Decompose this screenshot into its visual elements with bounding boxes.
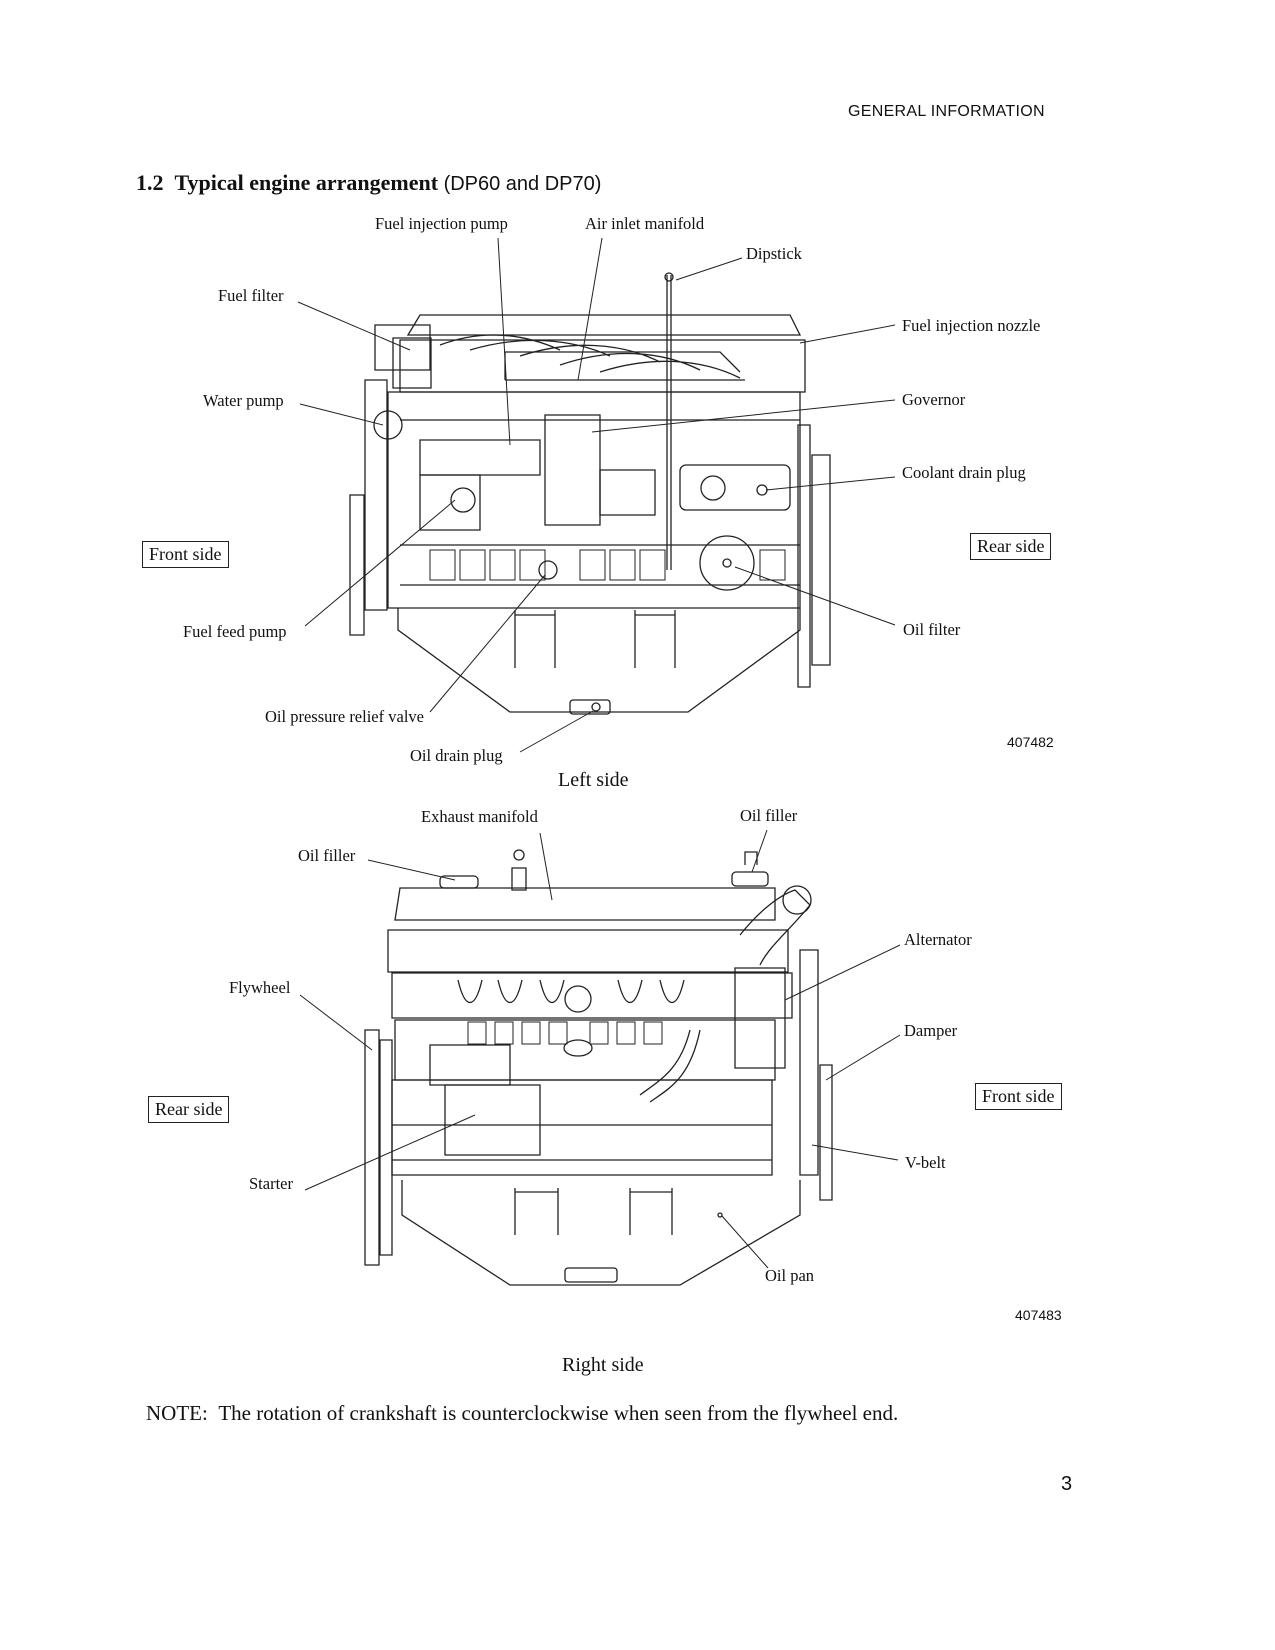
caption-left-side: Left side xyxy=(558,769,629,791)
note-text: The rotation of crankshaft is counterclo… xyxy=(218,1401,899,1425)
label-fuel-injection-pump: Fuel injection pump xyxy=(375,214,508,233)
label-exhaust-manifold: Exhaust manifold xyxy=(421,807,538,826)
label-oil-filler-top: Oil filler xyxy=(740,806,798,825)
caption-right-side: Right side xyxy=(562,1354,644,1376)
label-governor: Governor xyxy=(902,390,966,409)
label-fuel-filter: Fuel filter xyxy=(218,286,284,305)
label-alternator: Alternator xyxy=(904,930,972,949)
section-models: (DP60 and DP70) xyxy=(443,173,602,195)
section-number: 1.2 xyxy=(136,170,164,195)
note-prefix: NOTE: xyxy=(146,1401,208,1425)
label-rear-side: Rear side xyxy=(970,533,1052,560)
section-heading: 1.2 Typical engine arrangement (DP60 and… xyxy=(136,170,601,196)
label-v-belt: V-belt xyxy=(905,1153,946,1172)
section-title: Typical engine arrangement xyxy=(174,170,439,195)
label-dipstick: Dipstick xyxy=(746,244,802,263)
running-header: GENERAL INFORMATION xyxy=(848,103,1045,120)
label-rear-side-right: Rear side xyxy=(148,1096,230,1123)
label-oil-filler-left: Oil filler xyxy=(298,846,356,865)
label-fuel-feed-pump: Fuel feed pump xyxy=(183,622,287,641)
label-air-inlet-manifold: Air inlet manifold xyxy=(585,214,705,233)
label-coolant-drain-plug: Coolant drain plug xyxy=(902,463,1026,482)
page-number: 3 xyxy=(1061,1473,1073,1495)
label-front-side-right: Front side xyxy=(975,1083,1062,1110)
label-oil-pan: Oil pan xyxy=(765,1266,815,1285)
label-front-side: Front side xyxy=(142,541,229,568)
label-oil-drain-plug: Oil drain plug xyxy=(410,746,503,765)
label-fuel-injection-nozzle: Fuel injection nozzle xyxy=(902,316,1041,335)
label-water-pump: Water pump xyxy=(203,391,284,410)
figure-id-left: 407482 xyxy=(1007,734,1054,750)
label-starter: Starter xyxy=(249,1174,293,1193)
note: NOTE: The rotation of crankshaft is coun… xyxy=(146,1401,898,1426)
label-damper: Damper xyxy=(904,1021,958,1040)
label-oil-filter: Oil filter xyxy=(903,620,961,639)
label-flywheel: Flywheel xyxy=(229,978,291,997)
label-oil-pressure-relief-valve: Oil pressure relief valve xyxy=(265,707,424,726)
figure-id-right: 407483 xyxy=(1015,1307,1062,1323)
